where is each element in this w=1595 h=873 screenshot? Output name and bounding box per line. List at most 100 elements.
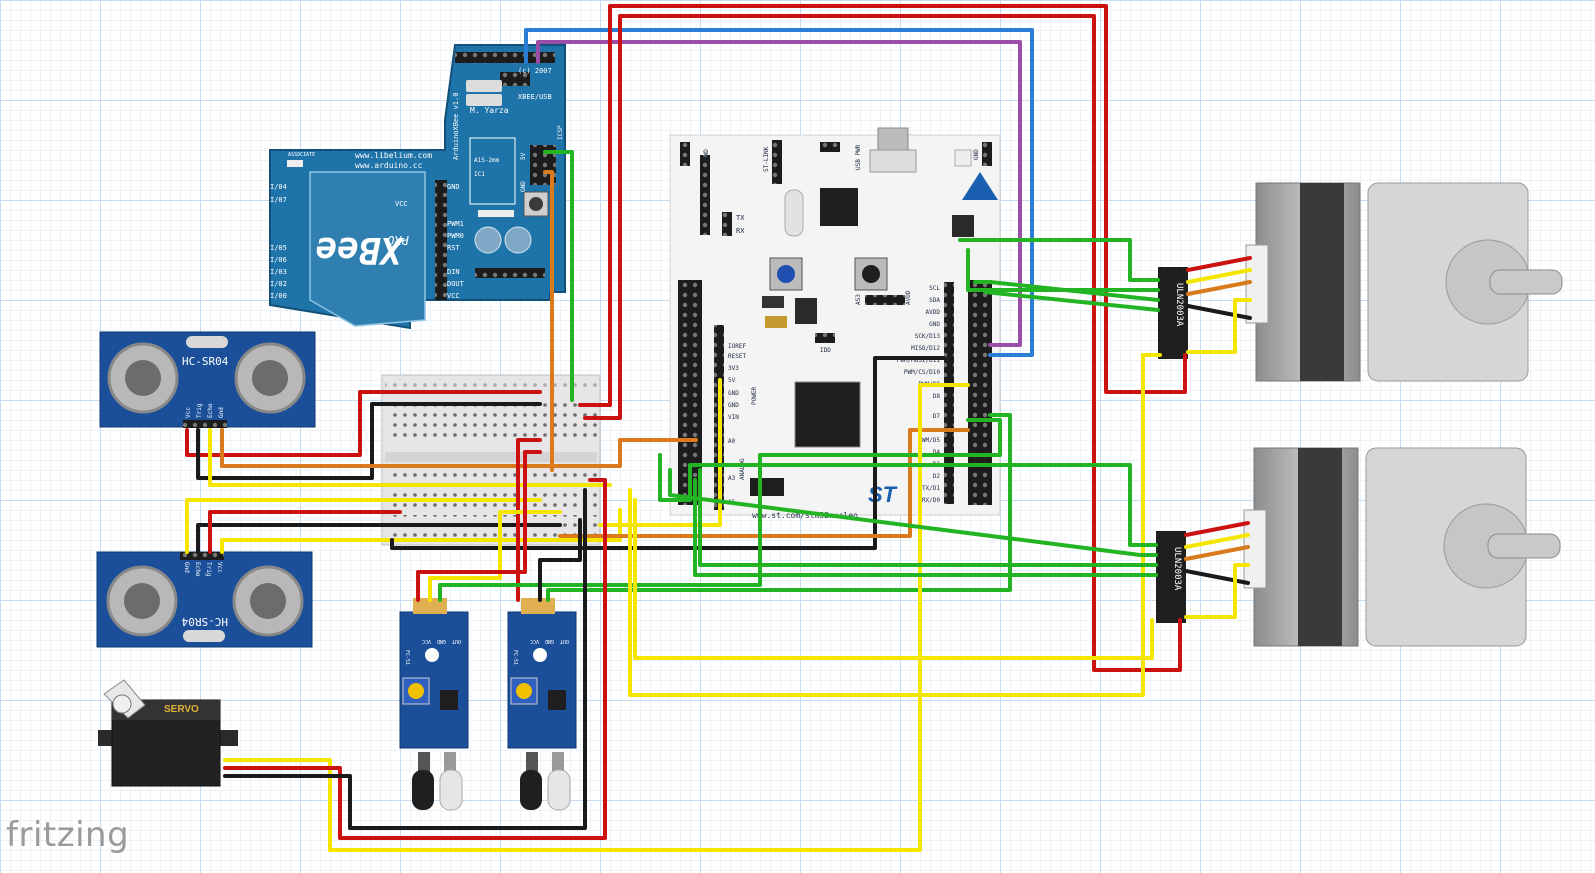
wire-black-ir-right (538, 518, 582, 602)
nucleo-right-12: D4 (933, 449, 941, 456)
ultrasonic-sensor-bottom: HC-SR04 Gnd Echo Trig Vcc (96, 551, 313, 648)
ir-receiver-icon (412, 770, 434, 810)
wire-motor1-yellow (1186, 268, 1252, 284)
ir-right-model: FC-51 (512, 650, 518, 665)
wire-yellow-5v (598, 378, 722, 527)
driver-chip-bottom: ULN2003A (1156, 531, 1186, 623)
wire-yellow-long-2 (633, 498, 1154, 660)
nucleo-left-6: VIN (728, 414, 739, 421)
nucleo-analog-label: ANALOG (739, 458, 746, 480)
nucleo-arduino-right (944, 282, 954, 504)
xbee-copyright: (c) 2007 (518, 67, 552, 75)
wire-red-servo (223, 478, 607, 840)
board-reset-button-cap[interactable] (862, 265, 880, 283)
nucleo-avdd-u: AVDD (905, 290, 912, 305)
nucleo-stlink: ST-LINK (763, 146, 770, 172)
ultrasonic-sensor-top: HC-SR04 Vcc Trig Echo Gnd (99, 331, 316, 428)
wire-orange-d5 (558, 428, 970, 538)
nucleo-right-1: SDA (929, 297, 940, 304)
xbee-right-pin-4: DIN (447, 268, 460, 276)
wire-green-in8 (693, 478, 1158, 577)
xbee-left-pin-4: I/03 (270, 268, 287, 276)
servo-motor: SERVO (98, 679, 238, 787)
ir-emitter-icon (439, 769, 463, 811)
fritzing-watermark: fritzing (6, 815, 130, 855)
wire-motor1-black (1186, 304, 1252, 320)
wire-motor2-red (1184, 521, 1250, 537)
nucleo-brand: ST (868, 482, 898, 507)
nucleo-right-10: D7 (933, 413, 941, 420)
xbee-mode-label: XBEE/USB (518, 93, 552, 101)
user-button-cap[interactable] (777, 265, 795, 283)
servo-label: SERVO (164, 704, 199, 715)
nucleo-morpho-right (968, 280, 992, 505)
nucleo-right-16: RX/D0 (922, 497, 940, 504)
wire-green-xbee (543, 150, 574, 402)
driver-bottom-label: ULN2003A (1172, 547, 1182, 591)
xbee-pad-strip (478, 210, 514, 217)
nucleo-right-4: SCK/D13 (915, 333, 941, 340)
wire-motor2-yellow (1184, 533, 1250, 549)
driver-top-label: ULN2003A (1174, 283, 1184, 327)
nucleo-right-15: TX/D1 (922, 485, 940, 492)
xbee-right-pin-1: PWM1 (447, 220, 464, 228)
nucleo-right-3: GND (929, 321, 940, 328)
xbee-left-pin-5: I/02 (270, 280, 287, 288)
xbee-url1: www.libelium.com (355, 151, 432, 160)
wire-black-sr04-bottom (196, 523, 562, 554)
nucleo-idd: IDD (820, 347, 831, 354)
xbee-module-pro: PRO (387, 233, 409, 247)
wire-green-in4 (983, 290, 1160, 312)
xbee-author: M. Yarza (470, 106, 509, 115)
capacitor-c2 (504, 226, 532, 254)
hcsr04-bottom-model: HC-SR04 (181, 615, 228, 628)
wire-motor2-yellow-2 (1184, 563, 1250, 619)
stepper-motor-bottom (1243, 447, 1561, 647)
hcsr04-bottom-pin-0: Gnd (183, 562, 190, 573)
pin-gnd-label: GND (520, 181, 527, 192)
wire-green-in5 (658, 453, 1158, 547)
wire-green-in3 (973, 280, 1160, 302)
xbee-url2: www.arduino.cc (355, 161, 423, 170)
hcsr04-top-pin-0: Vcc (185, 407, 192, 418)
wire-red-ir-left (416, 450, 542, 602)
breadboard (381, 374, 601, 546)
wire-yellow-servo (223, 383, 970, 852)
wire-yellow-long (628, 353, 1162, 697)
hcsr04-top-pin-1: Trig (196, 403, 203, 418)
wire-red-supply (578, 4, 1187, 407)
capacitor-c1 (474, 226, 502, 254)
ir-receiver-icon (520, 770, 542, 810)
hcsr04-bottom-pin-2: Trig (205, 562, 212, 577)
xbee-associate: ASSOCIATE (288, 152, 315, 158)
ir-sensor-right: VCC GND OUT FC-51 (507, 598, 577, 811)
wire-green-in1 (958, 238, 1160, 282)
xbee-jumper-1 (466, 80, 502, 92)
nucleo-analog-0: A0 (728, 438, 736, 445)
motor-shaft-icon (1487, 533, 1561, 559)
nucleo-right-14: D2 (933, 473, 941, 480)
wire-red-sr04-bottom (208, 510, 402, 554)
wire-green-in2 (966, 248, 1160, 292)
ir-left-pin-1: GND (437, 638, 446, 644)
xbee-module-brand: XBee (315, 229, 405, 270)
hcsr04-bottom-pin-1: Echo (194, 562, 201, 577)
wires (185, 4, 1252, 852)
icsp-label: ICSP (557, 125, 564, 140)
nucleo-tx: TX (736, 214, 745, 222)
xbee-left-pin-0: I/04 (270, 183, 287, 191)
driver-chip-top: ULN2003A (1158, 267, 1188, 359)
reset-button-cap[interactable] (529, 197, 543, 211)
hcsr04-top-model: HC-SR04 (182, 355, 229, 368)
stepper-motor-top (1245, 182, 1563, 382)
nucleo-right-11: PWM/D5 (918, 437, 940, 444)
crystal (784, 189, 804, 237)
wire-blue (524, 28, 1034, 357)
wire-black-sr04-top (196, 402, 542, 480)
xbee-left-pin-2: I/05 (270, 244, 287, 252)
nucleo-left-1: RESET (728, 353, 746, 360)
wire-orange-sr04-top (220, 428, 698, 468)
xbee-version: ArduinoXBee v1.0 (452, 93, 460, 160)
wire-yellow-ir-left (428, 510, 562, 602)
wire-yellow-sr04-top (208, 428, 612, 487)
